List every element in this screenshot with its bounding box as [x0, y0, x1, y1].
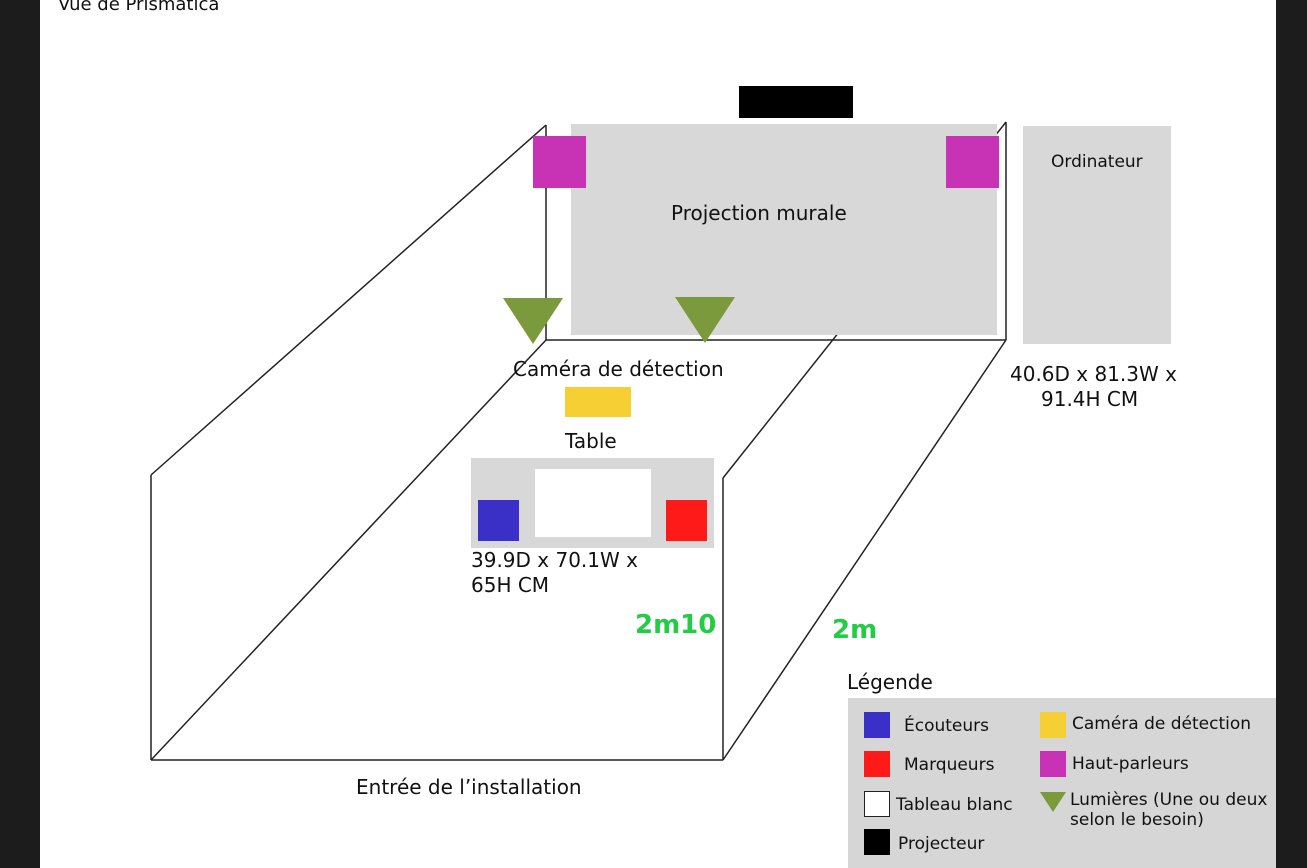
table-dimensions-line1: 39.9D x 70.1W x — [471, 548, 638, 572]
speaker-right — [946, 136, 999, 188]
left-wall-top-edge — [150, 124, 547, 476]
legend-swatch-markers — [864, 751, 890, 777]
projection-wall — [571, 124, 997, 335]
legend: Écouteurs Marqueurs Tableau blanc Projec… — [848, 698, 1276, 868]
right-window-border — [1276, 0, 1307, 868]
legend-label-headphones: Écouteurs — [904, 716, 990, 736]
whiteboard — [535, 469, 651, 537]
camera-label: Caméra de détection — [513, 357, 724, 381]
floor-right-edge — [722, 339, 1007, 761]
computer-dimensions-line1: 40.6D x 81.3W x — [1010, 362, 1177, 386]
diagram-canvas: Vue de Prismatica Projection murale Camé… — [40, 0, 1276, 868]
legend-label-whiteboard: Tableau blanc — [896, 795, 1013, 815]
left-window-border — [0, 0, 40, 868]
markers — [666, 500, 707, 541]
legend-label-markers: Marqueurs — [904, 755, 995, 775]
speaker-left — [533, 136, 586, 188]
legend-swatch-projector — [864, 829, 890, 855]
room-wireframe — [150, 121, 1007, 761]
projector — [739, 86, 853, 118]
legend-swatch-headphones — [864, 712, 890, 738]
computer-dimensions-line2: 91.4H CM — [1041, 387, 1139, 411]
legend-label-speakers: Haut-parleurs — [1072, 754, 1189, 774]
entrance-label: Entrée de l’installation — [356, 775, 582, 799]
legend-label-projector: Projecteur — [898, 834, 985, 854]
legend-swatch-camera — [1040, 712, 1066, 738]
legend-swatch-speakers — [1040, 751, 1066, 777]
legend-swatch-whiteboard — [864, 791, 890, 817]
floor-left-edge — [150, 339, 547, 761]
table-label: Table — [565, 429, 617, 453]
light-left-icon — [503, 298, 563, 344]
legend-title: Légende — [847, 670, 933, 694]
headphones — [478, 500, 519, 541]
table-dimensions-line2: 65H CM — [471, 573, 550, 597]
room-width-label: 2m — [832, 615, 878, 645]
legend-lights-icon — [1040, 792, 1066, 812]
room-length-label: 2m10 — [635, 610, 717, 640]
legend-label-camera: Caméra de détection — [1072, 714, 1252, 734]
light-center-icon — [675, 297, 735, 343]
computer-label: Ordinateur — [1051, 152, 1143, 172]
page-title: Vue de Prismatica — [58, 0, 220, 15]
legend-label-lights-line2: selon le besoin) — [1070, 810, 1204, 830]
computer — [1023, 126, 1171, 344]
detection-camera — [565, 387, 631, 417]
projection-label: Projection murale — [671, 201, 847, 225]
legend-label-lights-line1: Lumières (Une ou deux — [1070, 790, 1268, 810]
